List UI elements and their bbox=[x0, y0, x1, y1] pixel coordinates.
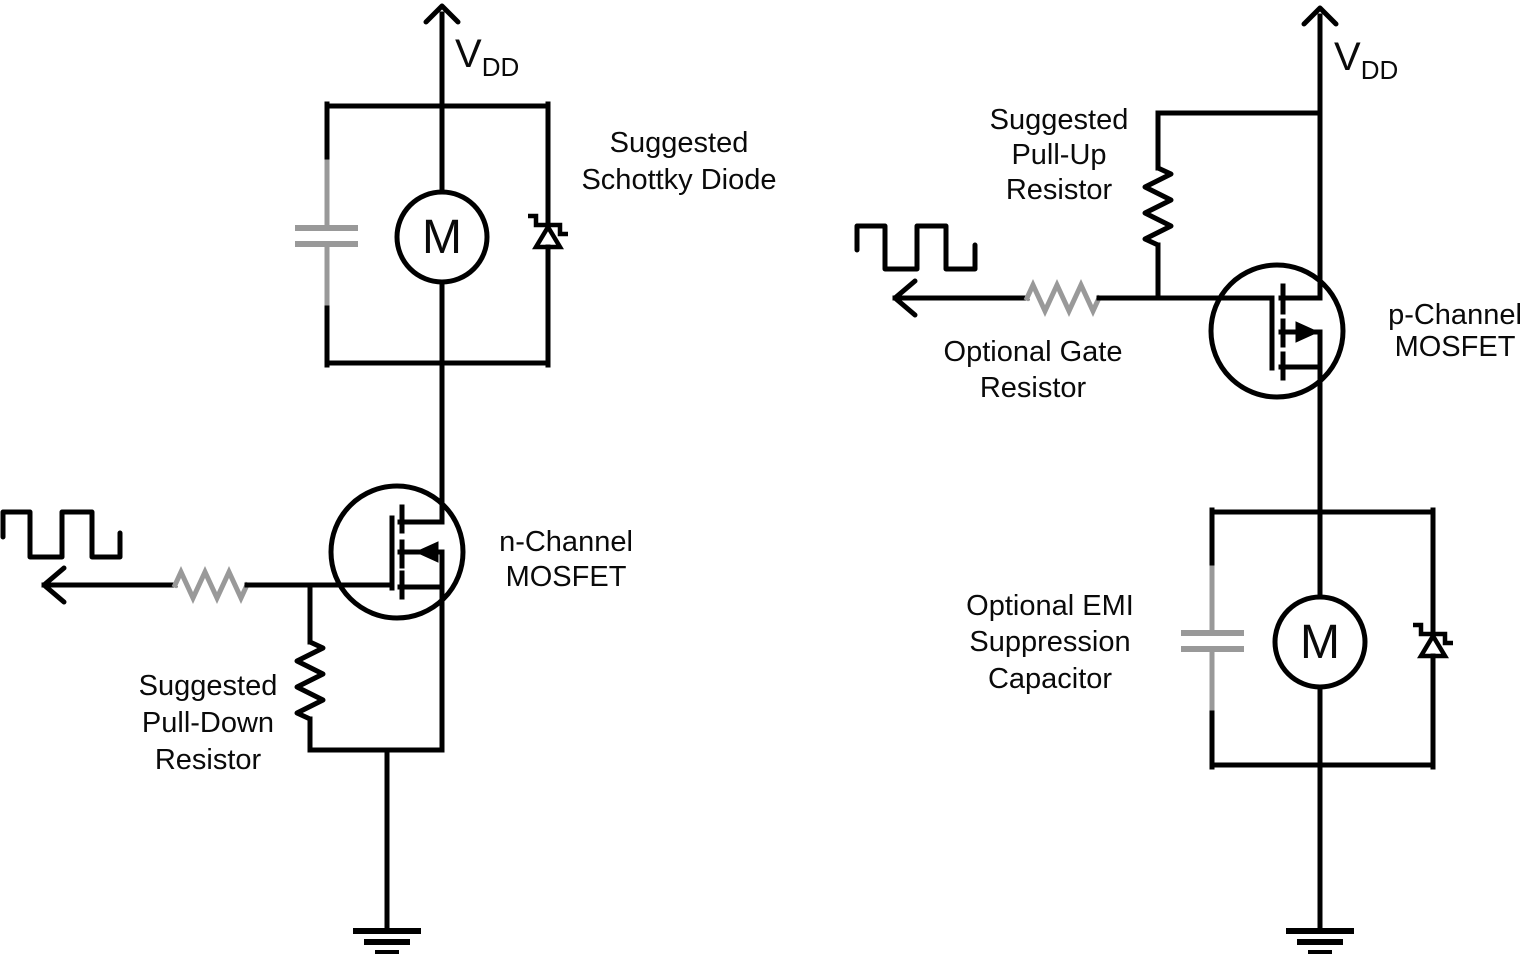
schottky-label-line2: Schottky Diode bbox=[581, 164, 776, 196]
pwm-waveform-icon bbox=[854, 223, 978, 272]
n-channel-mosfet bbox=[328, 483, 466, 753]
optional-gate-resistor-icon bbox=[171, 566, 251, 604]
optional-gate-resistor-icon bbox=[1023, 279, 1103, 317]
pmosfet-label-line2: MOSFET bbox=[1395, 331, 1516, 363]
schottky-label-line1: Suggested bbox=[610, 127, 749, 159]
pullup-label-line2: Pull-Up bbox=[1011, 139, 1106, 171]
emi-label-line1: Optional EMI bbox=[966, 590, 1134, 622]
motor-letter: M bbox=[1300, 616, 1340, 669]
vdd-arrow-icon bbox=[1301, 5, 1339, 27]
p-channel-mosfet bbox=[1208, 262, 1346, 768]
mosfet-circle bbox=[328, 483, 466, 621]
motor-letter: M bbox=[422, 211, 462, 264]
right-vdd-rail: VDD bbox=[1301, 5, 1398, 301]
pulldown-label-line2: Pull-Down bbox=[142, 707, 274, 739]
mosfet-circle bbox=[1208, 262, 1346, 400]
motor-symbol bbox=[1272, 594, 1368, 690]
schottky-anode-icon bbox=[1417, 631, 1449, 659]
pullup-label-line3: Resistor bbox=[1006, 174, 1113, 206]
pulldown-label-line1: Suggested bbox=[139, 670, 278, 702]
nmosfet-label-line1: n-Channel bbox=[499, 526, 633, 558]
pullup-resistor-icon bbox=[1142, 165, 1174, 248]
left-labels: Suggested Schottky Diode n-Channel MOSFE… bbox=[139, 127, 777, 776]
gate-resistor-label-line1: Optional Gate bbox=[944, 336, 1123, 368]
pulldown-label-line3: Resistor bbox=[155, 744, 262, 776]
pullup-label-line1: Suggested bbox=[990, 104, 1129, 136]
right-labels: Suggested Pull-Up Resistor Optional Gate… bbox=[944, 104, 1522, 695]
vdd-arrow-icon bbox=[423, 3, 461, 25]
body-arrow-icon bbox=[414, 541, 439, 563]
motor-symbol bbox=[394, 189, 490, 285]
emi-label-line3: Capacitor bbox=[988, 663, 1112, 695]
vdd-label: VDD bbox=[455, 32, 519, 82]
pmosfet-label-line1: p-Channel bbox=[1388, 299, 1522, 331]
gate-resistor-label-line2: Resistor bbox=[980, 372, 1087, 404]
right-gate-input bbox=[854, 223, 1275, 318]
vdd-label: VDD bbox=[1334, 35, 1398, 85]
left-pulldown-ground bbox=[294, 582, 445, 954]
pwm-waveform-icon bbox=[0, 509, 123, 560]
nmosfet-label-line2: MOSFET bbox=[506, 561, 627, 593]
right-motor-box: M bbox=[1181, 507, 1453, 770]
left-motor-box: M bbox=[295, 101, 568, 368]
body-arrow-icon bbox=[1295, 321, 1320, 343]
left-gate-input bbox=[0, 509, 395, 605]
right-ground bbox=[1286, 762, 1354, 954]
pulldown-resistor-icon bbox=[294, 639, 326, 722]
left-circuit: VDD M bbox=[0, 3, 777, 954]
emi-label-line2: Suppression bbox=[969, 626, 1130, 658]
right-pullup bbox=[1142, 110, 1323, 301]
schottky-anode-icon bbox=[532, 222, 564, 250]
right-circuit: VDD bbox=[854, 5, 1522, 954]
